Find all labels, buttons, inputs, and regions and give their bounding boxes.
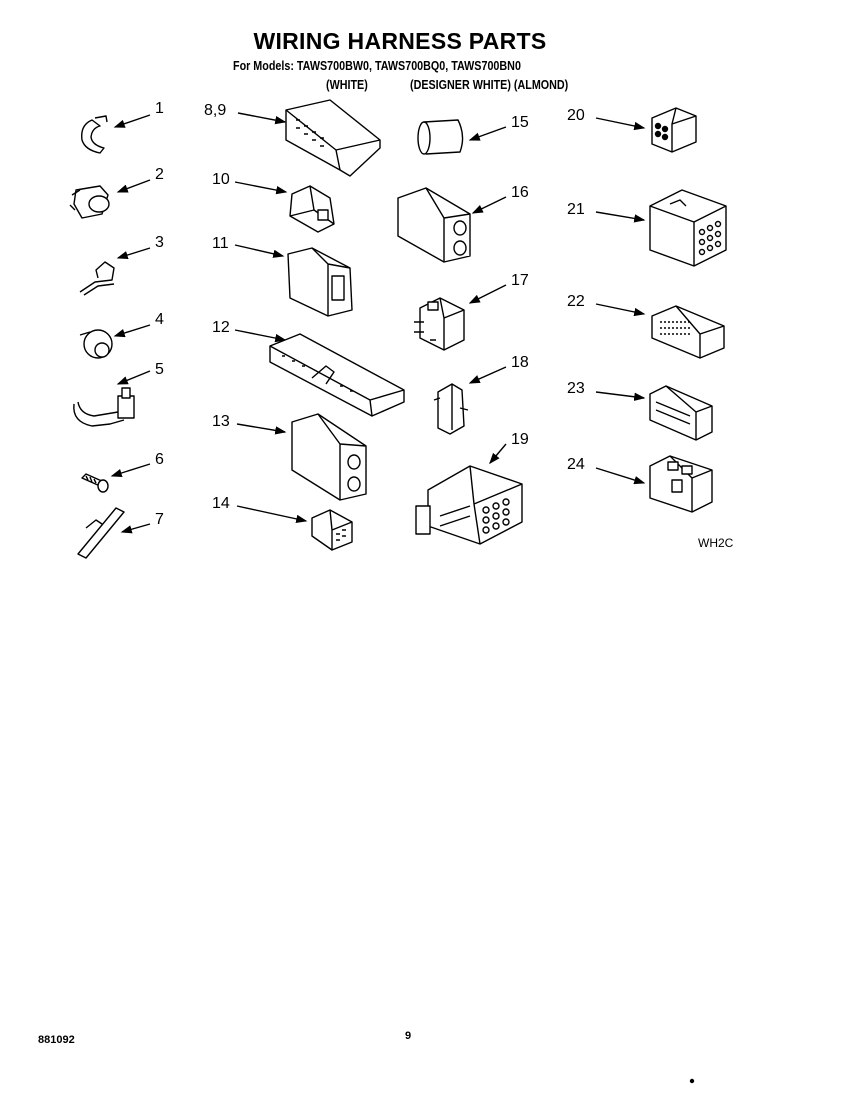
callout-3: 3 [155, 234, 164, 251]
callout-23: 23 [567, 380, 585, 397]
callout-2: 2 [155, 166, 164, 183]
callout-16: 16 [511, 184, 529, 201]
callout-15: 15 [511, 114, 529, 131]
part-6-screw [81, 473, 109, 493]
callout-21: 21 [567, 201, 585, 218]
part-15-sleeve [417, 119, 464, 155]
callout-5: 5 [155, 361, 164, 378]
part-14-connector [311, 509, 353, 551]
part-18-clip [433, 383, 469, 435]
page-title: WIRING HARNESS PARTS [253, 28, 547, 54]
part-2-cable-clamp [69, 185, 110, 219]
diagram-code: WH2C [698, 536, 734, 550]
color-label-white: (WHITE) [326, 78, 368, 92]
part-22-connector [651, 305, 725, 359]
callout-1: 1 [155, 100, 164, 117]
callout-19: 19 [511, 431, 529, 448]
part-10-connector [289, 185, 335, 233]
callout-10: 10 [212, 171, 230, 188]
callout-18: 18 [511, 354, 529, 371]
callout-4: 4 [155, 311, 164, 328]
part-20-connector [651, 107, 697, 153]
callout-12: 12 [212, 319, 230, 336]
part-4-grommet [79, 329, 113, 359]
callout-22: 22 [567, 293, 585, 310]
part-1-clip [81, 115, 108, 154]
part-3-clip [79, 261, 115, 296]
callout-20: 20 [567, 107, 585, 124]
part-24-connector [649, 455, 713, 513]
callout-8-9: 8,9 [204, 102, 227, 119]
part-7-strip [77, 507, 125, 559]
part-11-connector [287, 247, 353, 317]
part-5-strap-clamp [73, 387, 135, 427]
page-number: 9 [405, 1030, 412, 1042]
callout-6: 6 [155, 451, 164, 468]
color-label-designer-white-almond: (DESIGNER WHITE) (ALMOND) [410, 78, 569, 92]
callout-17: 17 [511, 272, 529, 289]
callout-11: 11 [212, 235, 229, 252]
document-number: 881092 [38, 1034, 75, 1046]
leader-arrows [110, 112, 646, 534]
part-23-connector [649, 385, 713, 441]
part-13-connector [291, 413, 367, 501]
callout-24: 24 [567, 456, 585, 473]
callout-13: 13 [212, 413, 230, 430]
part-8-9-connector [285, 99, 381, 177]
part-12-connector [269, 333, 405, 417]
part-17-terminal-block [414, 297, 465, 351]
models-subtitle: For Models: TAWS700BW0, TAWS700BQ0, TAWS… [233, 59, 521, 73]
callout-14: 14 [212, 495, 230, 512]
part-21-connector [649, 189, 727, 267]
part-16-connector [397, 187, 471, 263]
callout-7: 7 [155, 511, 164, 528]
part-19-connector [415, 465, 523, 545]
